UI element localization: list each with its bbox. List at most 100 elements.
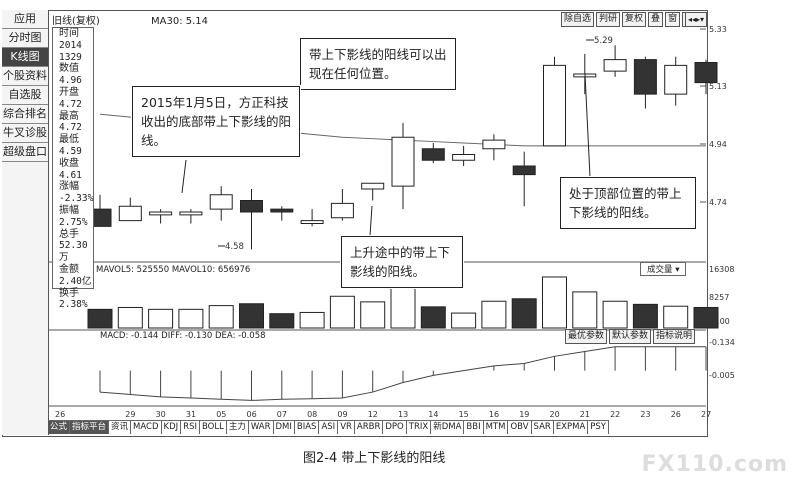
tab-17[interactable]: BBI bbox=[464, 421, 484, 434]
macd-axis-label-1: -0.005 bbox=[709, 371, 735, 380]
watermark: FX110.com bbox=[641, 452, 788, 477]
candle-body-17 bbox=[603, 59, 627, 72]
info-label-4: 最高 bbox=[59, 110, 79, 122]
tab-22[interactable]: PSY bbox=[588, 421, 609, 434]
tab-14[interactable]: DPO bbox=[383, 421, 407, 434]
nav-2[interactable]: K线图 bbox=[2, 48, 48, 67]
nav-7[interactable]: 超级盘口 bbox=[2, 143, 48, 162]
tab-4[interactable]: KDJ bbox=[162, 421, 182, 434]
volume-bar-1 bbox=[117, 306, 143, 329]
volume-bar-14 bbox=[511, 298, 537, 329]
pointer-mid bbox=[369, 205, 373, 237]
volume-axis-label-0: 16308 bbox=[709, 265, 734, 274]
candle-body-2 bbox=[149, 211, 173, 216]
volume-axis-label-2: X100 bbox=[709, 317, 730, 326]
tab-9[interactable]: DMI bbox=[274, 421, 295, 434]
info-label-0: 时间 bbox=[59, 28, 79, 39]
volume-bar-16 bbox=[572, 291, 598, 329]
tab-21[interactable]: EXPMA bbox=[554, 421, 589, 434]
callout-mid-text: 上升途中的带上下影线的阳线。 bbox=[350, 245, 451, 279]
tab-5[interactable]: RSI bbox=[181, 421, 200, 434]
macd-btn-1[interactable]: 默认参数 bbox=[609, 329, 652, 344]
nav-0[interactable]: 应用 bbox=[2, 10, 48, 29]
chart-title-line: 旧线(复权) MA30: 5.14 bbox=[52, 12, 208, 27]
toolbar-btn-4[interactable]: 窗 bbox=[665, 12, 681, 27]
volume-select[interactable]: 成交量 ▾ bbox=[640, 262, 687, 276]
candle-body-9 bbox=[361, 182, 385, 190]
info-value-1: 1329 bbox=[59, 51, 82, 63]
info-label-5: 最低 bbox=[59, 134, 79, 146]
toolbar-arrows[interactable]: ◂◂▸▾ bbox=[685, 12, 708, 27]
macd-btn-2[interactable]: 指标说明 bbox=[653, 329, 696, 344]
volume-select-label: 成交量 bbox=[647, 265, 673, 275]
tab-3[interactable]: MACD bbox=[131, 421, 162, 434]
tab-11[interactable]: ASI bbox=[319, 421, 339, 434]
date-label-7: 08 bbox=[307, 410, 317, 419]
info-value-0: 2014 bbox=[59, 39, 82, 51]
tab-16[interactable]: 新DMA bbox=[431, 421, 465, 434]
tab-2[interactable]: 资讯 bbox=[109, 421, 132, 434]
date-label-11: 14 bbox=[428, 410, 438, 419]
macd-text: MACD: -0.144 DIFF: -0.130 DEA: -0.058 bbox=[100, 331, 266, 341]
price-axis-label-2: 4.94 bbox=[709, 140, 727, 149]
tab-12[interactable]: VR bbox=[338, 421, 355, 434]
candle-body-12 bbox=[452, 154, 476, 161]
volume-bar-7 bbox=[299, 311, 325, 329]
tab-10[interactable]: BIAS bbox=[295, 421, 320, 434]
tab-18[interactable]: MTM bbox=[484, 421, 509, 434]
nav-6[interactable]: 牛叉诊股 bbox=[2, 124, 48, 143]
nav-3[interactable]: 个股资料 bbox=[2, 67, 48, 86]
tab-8[interactable]: WAR bbox=[249, 421, 274, 434]
nav-5[interactable]: 综合排名 bbox=[2, 105, 48, 124]
candle-body-14 bbox=[512, 165, 536, 176]
info-label-9: 总手 bbox=[59, 228, 79, 240]
info-label-2: 数值 bbox=[59, 63, 79, 75]
nav-1[interactable]: 分时图 bbox=[2, 29, 48, 48]
toolbar-btn-0[interactable]: 除自选 bbox=[561, 12, 595, 27]
date-label-18: 23 bbox=[640, 410, 650, 419]
date-label-13: 16 bbox=[489, 410, 499, 419]
candle-body-11 bbox=[421, 148, 445, 161]
tab-15[interactable]: TRIX bbox=[407, 421, 432, 434]
callout-left: 2015年1月5日，方正科技收出的底部带上下影线的阳线。 bbox=[132, 86, 300, 157]
tab-13[interactable]: ARBR bbox=[355, 421, 384, 434]
date-label-12: 15 bbox=[459, 410, 469, 419]
candle-body-10 bbox=[391, 136, 415, 187]
volume-bar-15 bbox=[542, 276, 567, 329]
tab-6[interactable]: BOLL bbox=[200, 421, 227, 434]
tab-20[interactable]: SAR bbox=[532, 421, 554, 434]
toolbar-btn-1[interactable]: 判研 bbox=[596, 12, 621, 27]
candle-body-15 bbox=[543, 64, 566, 147]
date-label-15: 20 bbox=[550, 410, 560, 419]
tab-19[interactable]: OBV bbox=[508, 421, 532, 434]
macd-axis-label-0: -0.134 bbox=[709, 338, 735, 347]
toolbar-btn-2[interactable]: 复权 bbox=[622, 12, 647, 27]
date-label-2: 30 bbox=[156, 410, 166, 419]
date-label-4: 05 bbox=[216, 410, 226, 419]
high-mark-label: 5.29 bbox=[594, 36, 613, 46]
toolbar-btn-3[interactable]: 叠 bbox=[648, 12, 664, 27]
volume-bar-13 bbox=[481, 300, 507, 329]
tab-1[interactable]: 指标平台 bbox=[70, 421, 110, 434]
nav-4[interactable]: 自选股 bbox=[2, 86, 48, 105]
date-label-17: 22 bbox=[610, 410, 620, 419]
info-value-5: 4.59 bbox=[59, 145, 82, 157]
candle-body-13 bbox=[482, 139, 506, 150]
tab-7[interactable]: 主力 bbox=[227, 421, 249, 434]
pointer-left bbox=[181, 159, 187, 194]
macd-btn-0[interactable]: 最优参数 bbox=[565, 329, 608, 344]
callout-top: 带上下影线的阳线可以出现在任何位置。 bbox=[300, 38, 456, 90]
volume-bar-3 bbox=[178, 308, 204, 329]
date-label-5: 06 bbox=[247, 410, 257, 419]
info-value-7: -2.33% bbox=[59, 193, 94, 205]
info-value-11: 2.38% bbox=[59, 299, 88, 311]
price-axis-label-3: 4.74 bbox=[709, 198, 727, 207]
tab-0[interactable]: 公式 bbox=[48, 421, 71, 434]
callout-top-text: 带上下影线的阳线可以出现在任何位置。 bbox=[309, 47, 447, 81]
date-label-6: 07 bbox=[277, 410, 287, 419]
volume-bar-6 bbox=[269, 313, 295, 329]
volume-bar-17 bbox=[602, 300, 628, 329]
macd-header: MACD: -0.144 DIFF: -0.130 DEA: -0.058 bbox=[100, 331, 266, 341]
